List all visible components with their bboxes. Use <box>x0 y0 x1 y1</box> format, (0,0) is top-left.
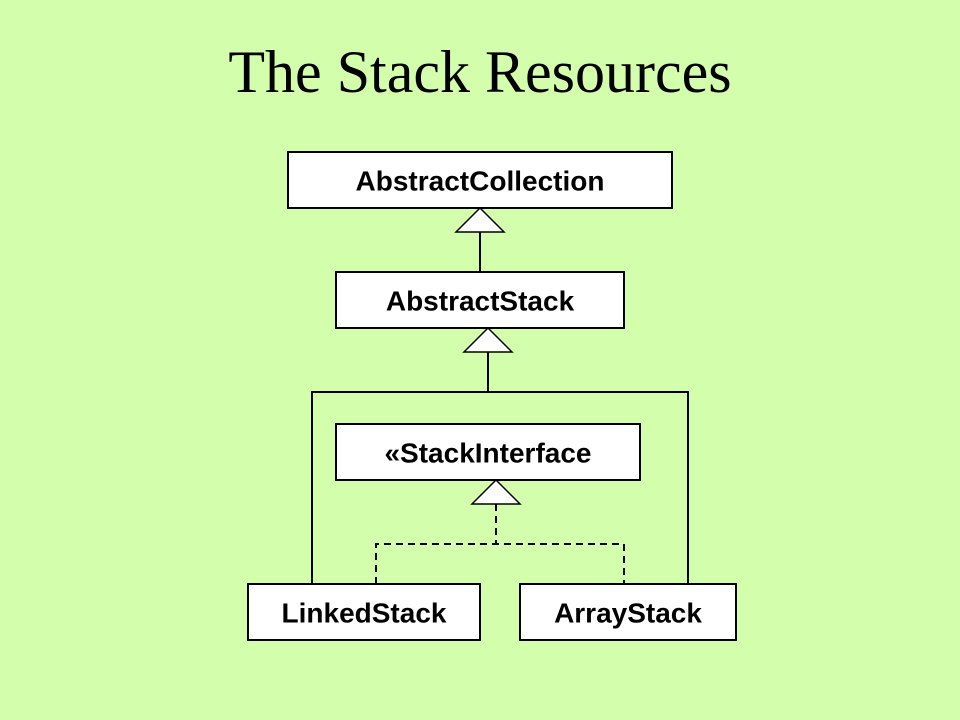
class-label-array-stack: ArrayStack <box>554 598 702 629</box>
inheritance-arrowhead-icon <box>462 326 514 353</box>
class-label-linked-stack: LinkedStack <box>282 598 447 629</box>
class-box-stack-interface: «StackInterface <box>335 423 641 481</box>
inheritance-arrowhead-icon <box>454 206 506 233</box>
class-box-abstract-stack-rect <box>335 271 625 329</box>
class-box-linked-stack: LinkedStack <box>247 583 481 641</box>
class-label-stack-interface: «StackInterface <box>384 438 591 469</box>
class-box-array-stack: ArrayStack <box>519 583 737 641</box>
page-title: The Stack Resources <box>228 39 732 105</box>
class-box-array-stack-rect <box>519 583 737 641</box>
class-box-linked-stack-rect <box>247 583 481 641</box>
class-label-abstract-stack: AbstractStack <box>386 286 575 317</box>
class-box-abstract-collection: AbstractCollection <box>287 151 673 209</box>
class-label-abstract-collection: AbstractCollection <box>356 166 605 197</box>
edge-concrete-stacks-bar <box>311 391 689 584</box>
class-box-abstract-stack: AbstractStack <box>335 271 625 329</box>
class-box-abstract-collection-rect <box>287 151 673 209</box>
edge-realization-bar <box>375 543 625 584</box>
realization-arrowhead-icon <box>470 478 522 505</box>
class-box-stack-interface-rect <box>335 423 641 481</box>
